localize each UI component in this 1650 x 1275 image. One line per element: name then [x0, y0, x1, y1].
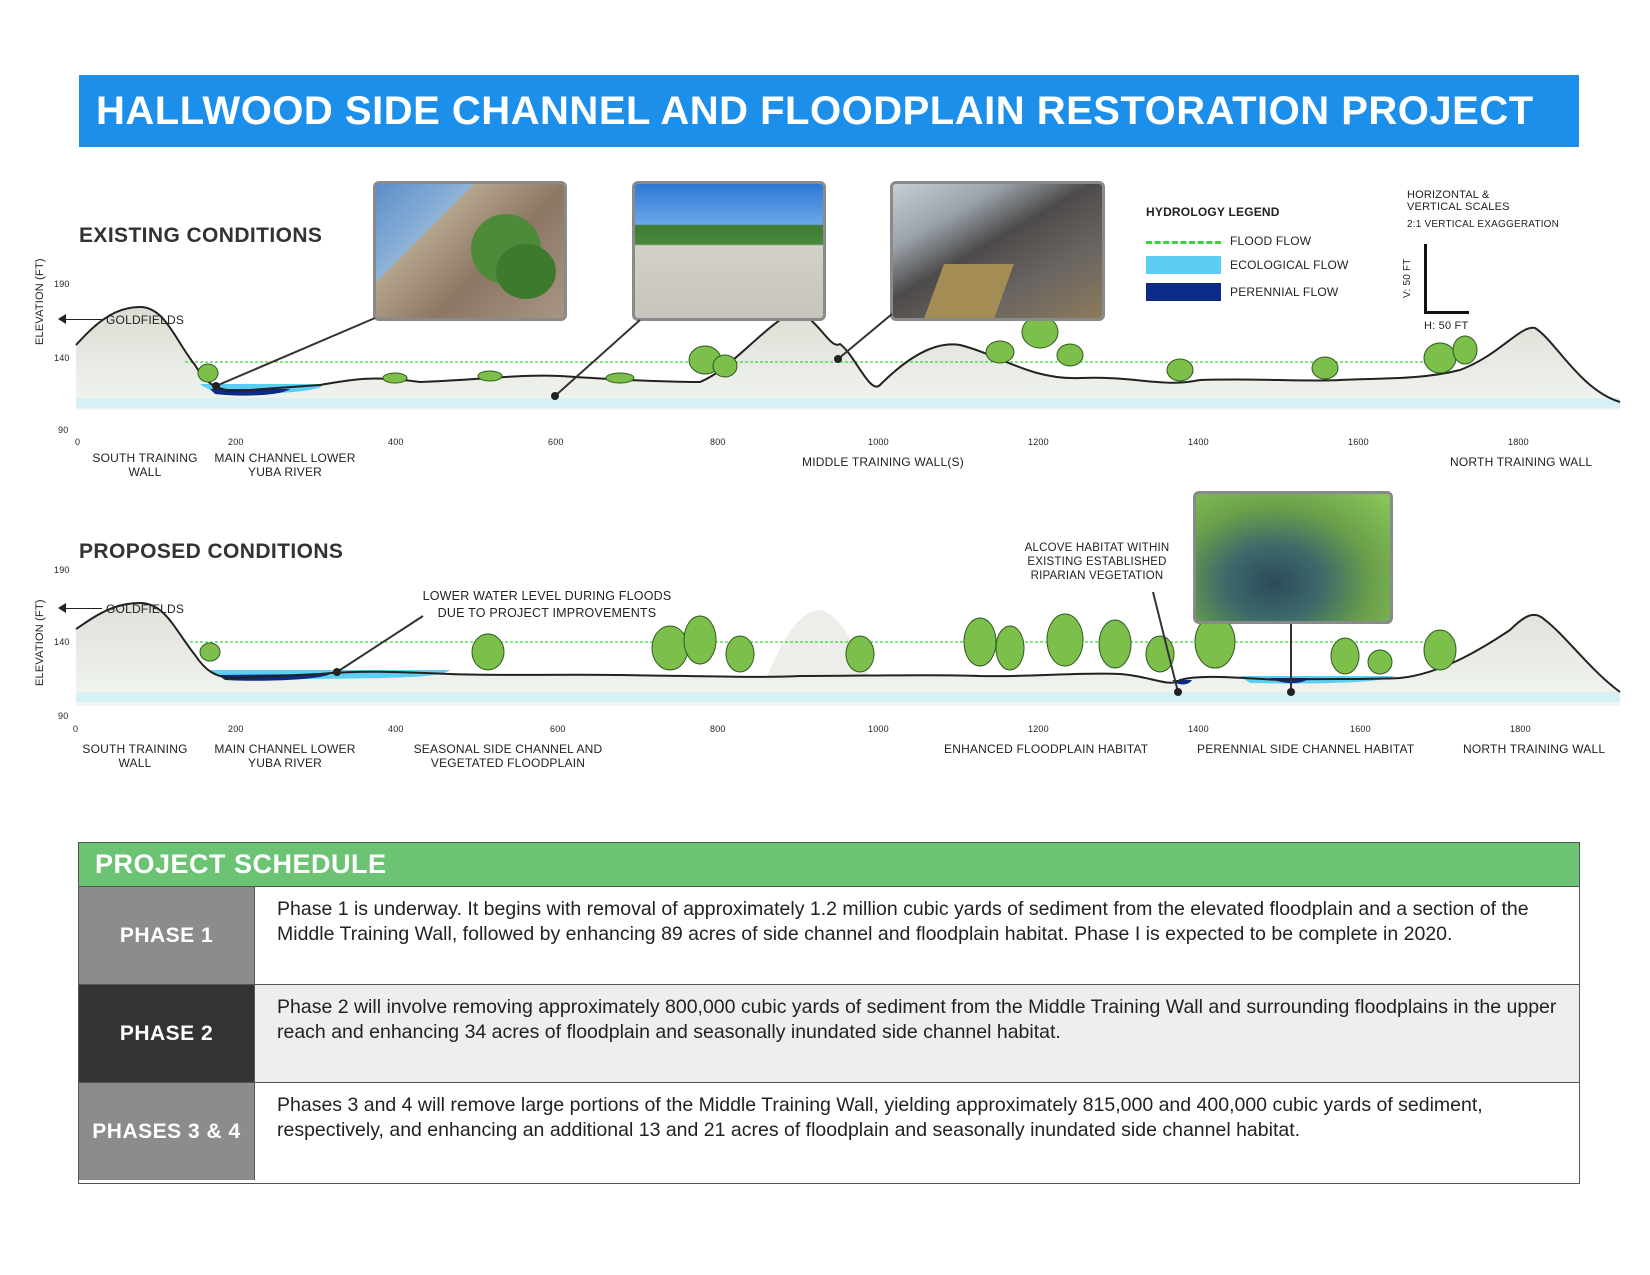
proposed-callout-lines	[333, 591, 1295, 696]
arrow-left-icon	[58, 314, 66, 324]
proposed-xtick: 1800	[1510, 724, 1531, 734]
phase-1-text: Phase 1 is underway. It begins with remo…	[277, 898, 1529, 945]
existing-conditions-title: EXISTING CONDITIONS	[79, 224, 323, 247]
existing-north-wall-label: NORTH TRAINING WALL	[1450, 455, 1593, 469]
proposed-ytick-190: 190	[54, 565, 70, 575]
phase-2-label: PHASE 2	[79, 985, 255, 1082]
existing-xtick: 600	[548, 437, 564, 447]
scale-horizontal-bar	[1424, 311, 1469, 314]
existing-xtick: 1600	[1348, 437, 1369, 447]
existing-xtick: 400	[388, 437, 404, 447]
proposed-xtick: 1000	[868, 724, 889, 734]
existing-xtick: 1800	[1508, 437, 1529, 447]
legend-perennial-label: PERENNIAL FLOW	[1230, 285, 1339, 299]
phases-3-4-label: PHASES 3 & 4	[79, 1083, 255, 1180]
existing-xtick: 1400	[1188, 437, 1209, 447]
proposed-ytick-90: 90	[58, 711, 69, 721]
schedule-row-phase-1: PHASE 1 Phase 1 is underway. It begins w…	[79, 887, 1579, 985]
photo-south-training-wall	[373, 181, 567, 321]
page-title: HALLWOOD SIDE CHANNEL AND FLOODPLAIN RES…	[79, 75, 1579, 147]
existing-middle-wall-label: MIDDLE TRAINING WALL(S)	[802, 455, 964, 469]
existing-xtick: 1000	[868, 437, 889, 447]
legend-flood-label: FLOOD FLOW	[1230, 234, 1312, 248]
existing-goldfields-arrow	[60, 319, 102, 320]
existing-conditions-profile	[75, 305, 1621, 410]
photo-middle-training-wall	[890, 181, 1105, 321]
proposed-xtick: 1600	[1350, 724, 1371, 734]
proposed-north-wall-label: NORTH TRAINING WALL	[1463, 742, 1606, 756]
proposed-ytick-140: 140	[54, 637, 70, 647]
existing-xtick: 0	[75, 437, 81, 447]
proposed-goldfields-arrow	[60, 608, 102, 609]
schedule-row-phase-2: PHASE 2 Phase 2 will involve removing ap…	[79, 985, 1579, 1083]
proposed-xtick: 200	[228, 724, 244, 734]
proposed-xtick: 800	[710, 724, 726, 734]
legend-title: HYDROLOGY LEGEND	[1146, 205, 1280, 219]
legend-ecological-label: ECOLOGICAL FLOW	[1230, 258, 1349, 272]
proposed-xtick: 600	[550, 724, 566, 734]
scale-exaggeration: 2:1 VERTICAL EXAGGERATION	[1407, 219, 1560, 230]
existing-ytick-140: 140	[54, 353, 70, 363]
proposed-xtick: 1400	[1188, 724, 1209, 734]
existing-ground	[76, 307, 1620, 410]
legend-perennial-swatch	[1146, 283, 1221, 301]
phase-2-text: Phase 2 will involve removing approximat…	[255, 985, 1579, 1082]
existing-xtick: 200	[228, 437, 244, 447]
proposed-xtick: 1200	[1028, 724, 1049, 734]
existing-ytick-190: 190	[54, 279, 70, 289]
existing-xtick: 800	[710, 437, 726, 447]
proposed-goldfields-label: GOLDFIELDS	[106, 602, 185, 616]
existing-vegetation	[197, 315, 1478, 384]
legend-flood-swatch	[1146, 241, 1221, 244]
phases-3-4-text: Phases 3 and 4 will remove large portion…	[277, 1094, 1483, 1141]
existing-xtick: 1200	[1028, 437, 1049, 447]
proposed-enhanced-floodplain-label: ENHANCED FLOODPLAIN HABITAT	[944, 742, 1149, 756]
phase-1-label: PHASE 1	[79, 887, 255, 984]
existing-callout-lines	[212, 313, 893, 400]
photo-main-channel-gravel	[632, 181, 826, 321]
arrow-left-icon	[58, 603, 66, 613]
project-schedule-table: PROJECT SCHEDULE PHASE 1 Phase 1 is unde…	[78, 842, 1580, 1184]
proposed-xtick: 0	[73, 724, 79, 734]
proposed-conditions-title: PROPOSED CONDITIONS	[79, 540, 344, 563]
proposed-xtick: 400	[388, 724, 404, 734]
schedule-row-phases-3-4: PHASES 3 & 4 Phases 3 and 4 will remove …	[79, 1083, 1579, 1180]
existing-goldfields-label: GOLDFIELDS	[106, 313, 185, 327]
photo-perennial-side-channel	[1193, 491, 1393, 624]
proposed-vegetation	[199, 613, 1457, 675]
scale-horizontal-label: H: 50 FT	[1424, 320, 1469, 332]
scale-title: HORIZONTAL &VERTICAL SCALES	[1407, 189, 1510, 213]
legend-ecological-swatch	[1146, 256, 1221, 274]
proposed-perennial-channel-label: PERENNIAL SIDE CHANNEL HABITAT	[1197, 742, 1415, 756]
proposed-ground	[76, 603, 1620, 706]
existing-ground-line	[75, 305, 1621, 403]
schedule-title: PROJECT SCHEDULE	[79, 843, 1579, 887]
proposed-conditions-profile	[75, 601, 1621, 706]
existing-ytick-90: 90	[58, 425, 69, 435]
scale-vertical-bar	[1424, 244, 1427, 314]
